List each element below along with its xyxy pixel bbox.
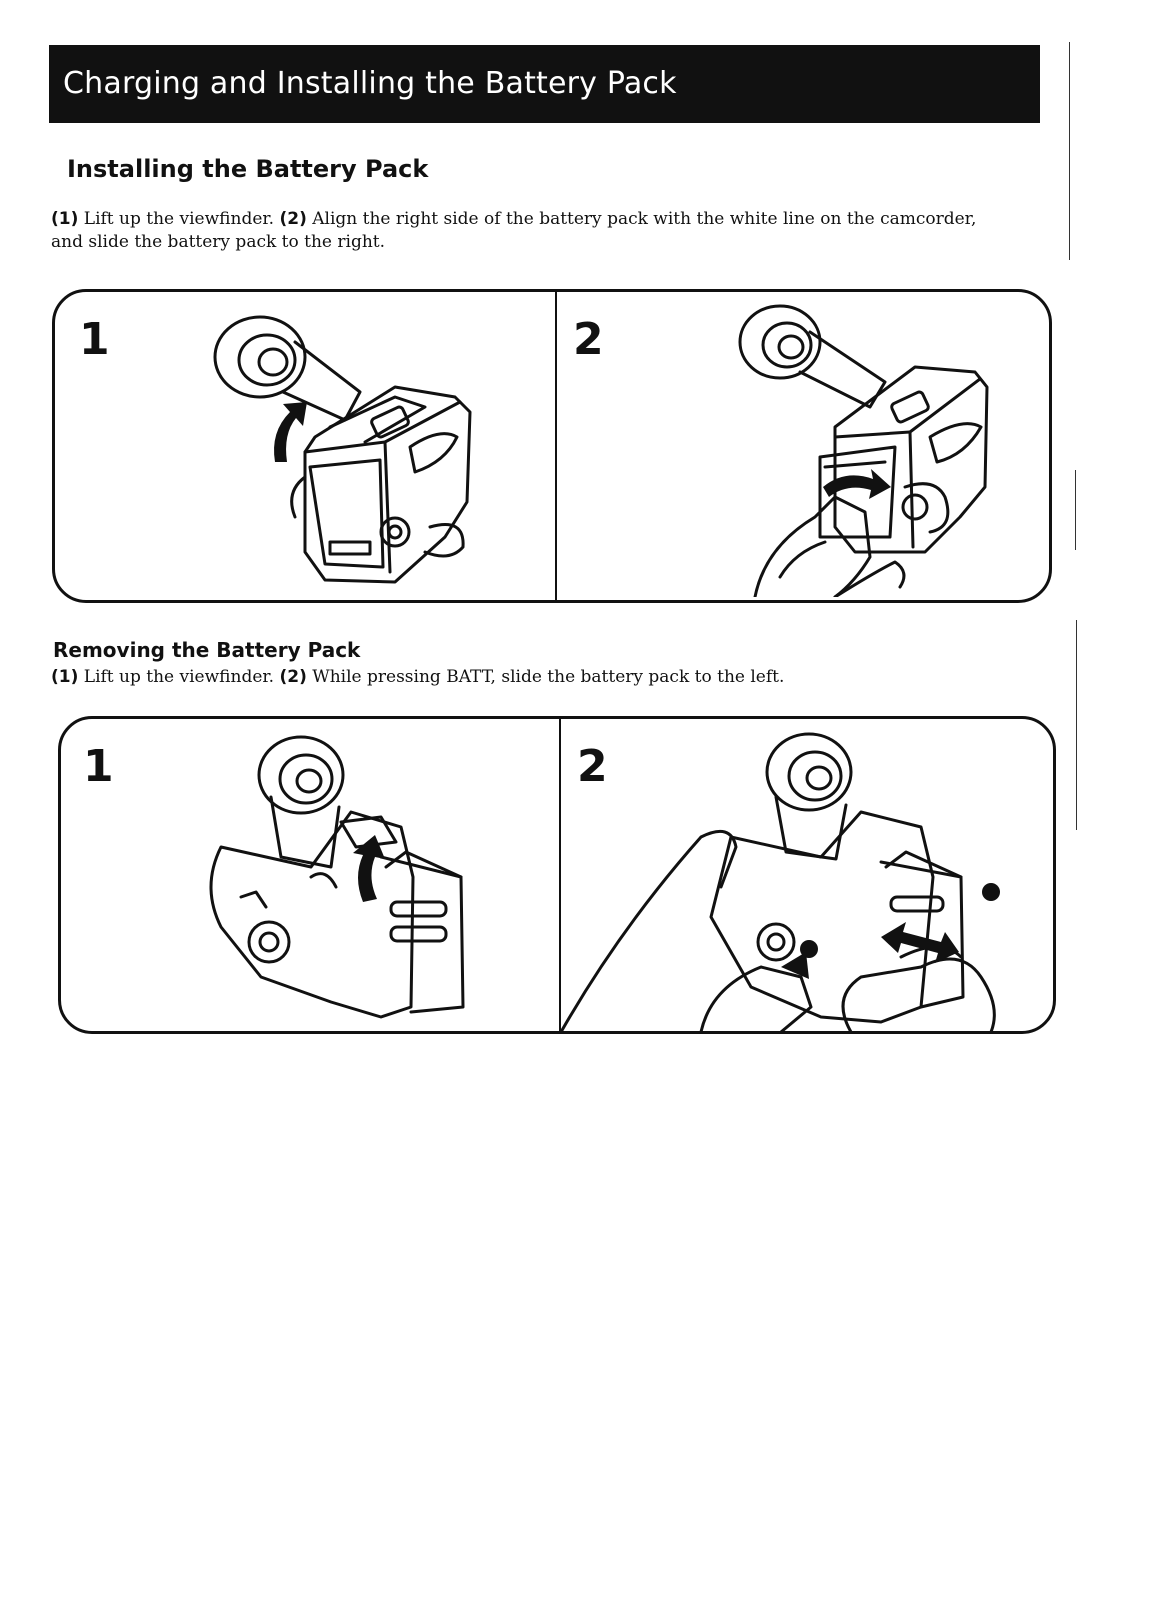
step-number: (1)	[51, 209, 79, 229]
installing-instructions: (1) Lift up the viewfinder. (2) Align th…	[51, 208, 981, 254]
panel-divider	[559, 719, 561, 1031]
section-heading-removing: Removing the Battery Pack	[53, 638, 361, 662]
removing-instructions: (1) Lift up the viewfinder. (2) While pr…	[51, 666, 981, 689]
camcorder-remove-battery-illustration	[561, 732, 1000, 1031]
margin-line	[1075, 470, 1076, 550]
removing-illustration-panel: 1 2	[58, 716, 1056, 1034]
step-number: (2)	[279, 667, 307, 687]
step-text: While pressing BATT, slide the battery p…	[306, 667, 785, 687]
page-title: Charging and Installing the Battery Pack	[49, 45, 1040, 123]
camcorder-lift-viewfinder-illustration	[213, 315, 472, 584]
margin-line	[1076, 620, 1077, 830]
step-text: Lift up the viewfinder.	[78, 209, 280, 229]
step-number: (1)	[51, 667, 79, 687]
camcorder-lift-viewfinder-illustration	[209, 735, 465, 1019]
margin-line	[1069, 42, 1070, 260]
panel-divider	[555, 292, 557, 600]
step-number: (2)	[279, 209, 307, 229]
camcorder-slide-battery-illustration	[738, 304, 989, 597]
panel-step-label: 2	[577, 741, 608, 792]
step-text: Align the right side of the battery pack…	[51, 209, 977, 252]
panel-step-label: 1	[79, 314, 110, 365]
section-heading-installing: Installing the Battery Pack	[67, 155, 429, 183]
step-text: Lift up the viewfinder.	[78, 667, 280, 687]
installing-illustration-panel: 1 2	[52, 289, 1052, 603]
panel-step-label: 1	[83, 741, 114, 792]
panel-step-label: 2	[573, 314, 604, 365]
